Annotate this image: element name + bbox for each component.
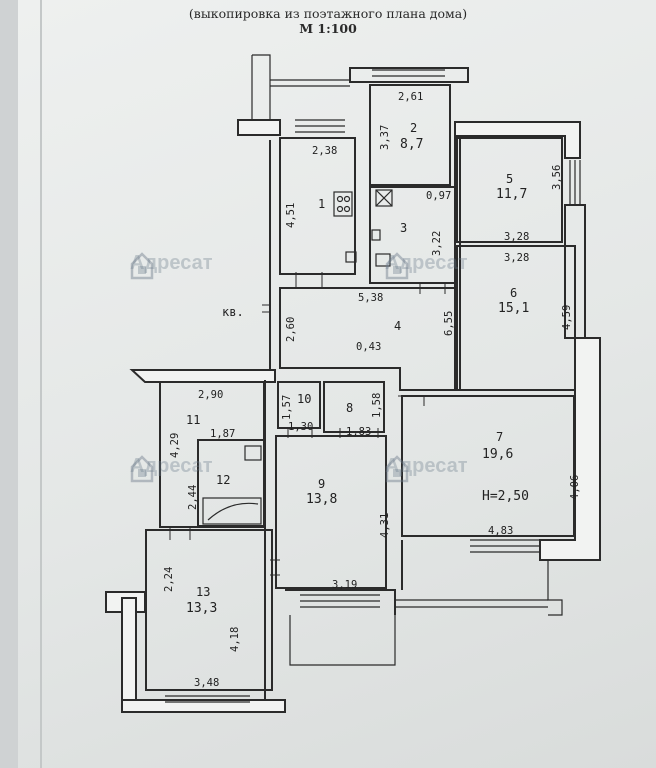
dimension-label: 2,60 [285, 317, 297, 342]
house-logo-icon [385, 252, 409, 280]
dimension-label: 2,24 [163, 567, 175, 592]
room-9-area: 13,8 [306, 492, 337, 507]
apartment-label: кв. [222, 305, 244, 319]
room-7-area: 19,6 [482, 447, 513, 462]
room-13-number: 13 [196, 585, 210, 599]
dimension-label: 2,44 [187, 485, 199, 510]
dimension-label: 3,28 [504, 252, 529, 264]
house-logo-icon [385, 455, 409, 483]
room-13-area: 13,3 [186, 601, 217, 616]
room-10-number: 10 [297, 392, 311, 406]
room-8-number: 8 [346, 401, 353, 415]
room-4-number: 4 [394, 319, 401, 333]
walls [105, 67, 601, 713]
plan-scale: М 1:100 [299, 21, 357, 36]
dimension-label: 6,55 [443, 311, 455, 336]
dimension-label: 4,29 [169, 433, 181, 458]
stove-icon [333, 191, 353, 217]
dimension-label: 1,83 [346, 426, 371, 438]
room-12-number: 12 [216, 473, 230, 487]
room-2-number: 2 [410, 121, 417, 135]
dimension-label: 3,19 [332, 579, 357, 591]
room-2-area: 8,7 [400, 137, 423, 152]
dimension-label: 3,28 [504, 231, 529, 243]
watermark-brand: Адресат [130, 252, 213, 274]
room-6-area: 15,1 [498, 301, 529, 316]
watermark: Адресат [385, 252, 468, 280]
watermark-brand: Адресат [385, 252, 468, 274]
room-3-number: 3 [400, 221, 407, 235]
room-9-number: 9 [318, 477, 325, 491]
room-1-number: 1 [318, 197, 325, 211]
room-5-number: 5 [506, 172, 513, 186]
windows-balconies [165, 54, 581, 703]
room-5-area: 11,7 [496, 187, 527, 202]
room-6-number: 6 [510, 286, 517, 300]
dimension-label: 5,38 [358, 292, 383, 304]
house-logo-icon [130, 252, 154, 280]
dimension-label: 0,97 [426, 190, 451, 202]
dimension-label: 4,51 [285, 203, 297, 228]
dimension-label: 3,48 [194, 677, 219, 689]
door-marks [169, 272, 446, 576]
plan-subtitle: (выкопировка из поэтажного плана дома) [188, 6, 468, 21]
fixtures [202, 189, 393, 525]
watermark: Адресат [130, 455, 213, 483]
dimension-label: 4,18 [229, 627, 241, 652]
paper-fold [40, 0, 42, 768]
dimension-label: 0,43 [356, 341, 381, 353]
watermark-brand: Адресат [130, 455, 213, 477]
dimension-label: 2,61 [398, 91, 423, 103]
dimension-label: 1,58 [371, 393, 383, 418]
washbasin-icon [375, 253, 391, 267]
bathtub-icon [202, 497, 262, 525]
dimension-label: 4,06 [569, 475, 581, 500]
bath-sink-icon [244, 445, 262, 461]
house-logo-icon [130, 455, 154, 483]
dimension-label: 1,30 [288, 421, 313, 433]
dimension-label: 2,38 [312, 145, 337, 157]
ceiling-height: H=2,50 [482, 489, 529, 504]
dimension-label: 1,57 [281, 395, 293, 420]
room-7-number: 7 [496, 430, 503, 444]
room-outlines [145, 84, 576, 700]
sink-icon [345, 251, 357, 263]
room-11-number: 11 [186, 413, 200, 427]
shaft-icon [375, 189, 393, 207]
dimension-label: 1,87 [210, 428, 235, 440]
dimension-label: 3,22 [431, 231, 443, 256]
dimension-label: 2,90 [198, 389, 223, 401]
dimension-label: 4,31 [379, 513, 391, 538]
watermark-brand: Адресат [385, 455, 468, 477]
toilet-icon [371, 229, 381, 241]
watermark: Адресат [130, 252, 213, 280]
dimension-label: 4,83 [488, 525, 513, 537]
dimension-label: 4,59 [561, 305, 573, 330]
watermark: Адресат [385, 455, 468, 483]
dimension-label: 3,56 [551, 165, 563, 190]
dimension-label: 3,37 [379, 125, 391, 150]
